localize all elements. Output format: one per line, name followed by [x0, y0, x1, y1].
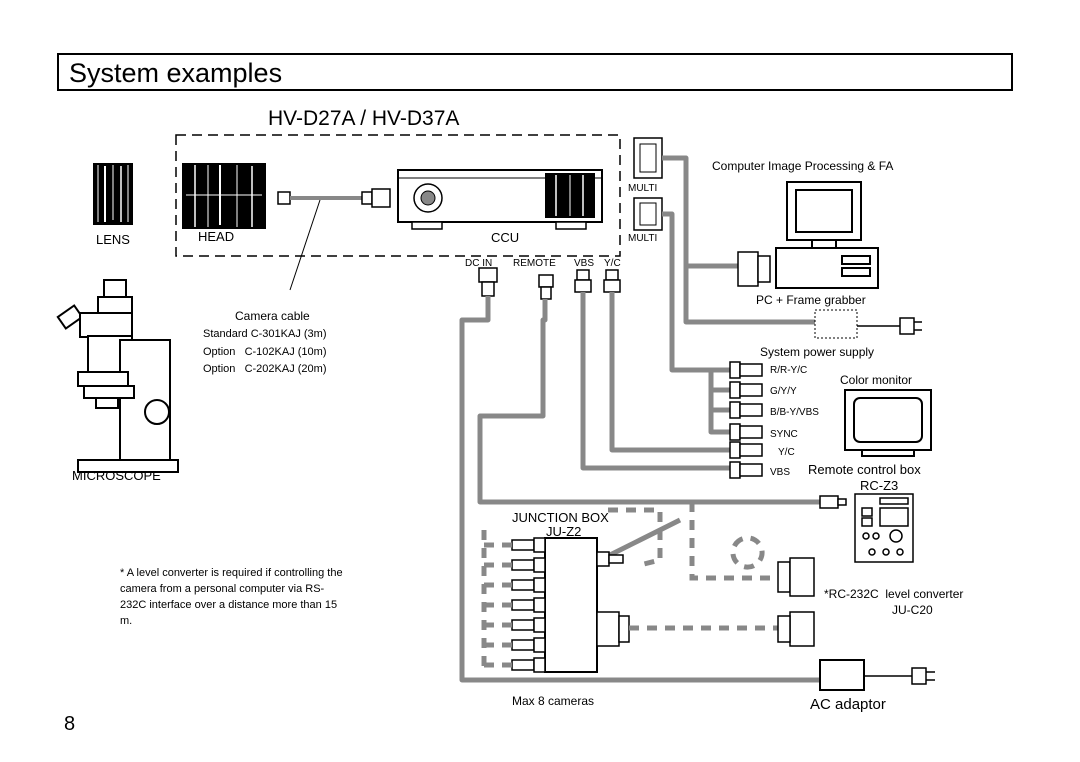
- max-cameras-label: Max 8 cameras: [512, 694, 594, 708]
- computer-illustration: [775, 181, 879, 289]
- signal-label-yc: Y/C: [778, 447, 795, 458]
- rear-connectors: [478, 267, 621, 300]
- signal-connectors: [729, 361, 763, 479]
- microscope-illustration: [56, 279, 179, 473]
- remote-box-label: Remote control box: [808, 462, 921, 477]
- signal-label-vbs: VBS: [770, 467, 790, 478]
- rs232c-connectors: [777, 557, 815, 647]
- signal-label-g: G/Y/Y: [770, 386, 797, 397]
- dashed-cables: [481, 502, 790, 672]
- head-illustration: [182, 163, 266, 229]
- ju-z2-label: JU-Z2: [546, 524, 581, 539]
- junction-box-label: JUNCTION BOX: [512, 510, 609, 525]
- pc-grabber-label: PC + Frame grabber: [756, 293, 866, 307]
- footnote-line-1: * A level converter is required if contr…: [120, 567, 343, 579]
- camera-system-boundary: [175, 134, 621, 257]
- signal-label-r: R/R-Y/C: [770, 365, 807, 376]
- remote-control-box-illustration: [854, 493, 914, 563]
- computer-label: Computer Image Processing & FA: [712, 159, 893, 173]
- page-number: 8: [64, 713, 76, 735]
- camera-cable-label: Camera cable: [235, 309, 310, 323]
- ju-c20-label: JU-C20: [892, 603, 933, 617]
- rs232c-label: *RC-232C level converter: [824, 587, 963, 601]
- junction-box-output: [596, 551, 630, 647]
- multi-connector-1: [633, 137, 663, 179]
- cable-option-10m: Option C-102KAJ (10m): [203, 346, 327, 358]
- frame-grabber-connector: [737, 251, 771, 287]
- model-heading: HV-D27A / HV-D37A: [268, 107, 459, 130]
- system-power-label: System power supply: [760, 345, 874, 359]
- signal-label-sync: SYNC: [770, 429, 798, 440]
- ccu-unit: [397, 169, 603, 230]
- vbs-label: VBS: [574, 258, 594, 269]
- multi-label-2: MULTI: [628, 233, 657, 244]
- junction-box: [544, 537, 598, 673]
- rc-z3-label: RC-Z3: [860, 478, 898, 493]
- section-title-box: System examples: [57, 53, 1013, 91]
- footnote-line-2: camera from a personal computer via RS-: [120, 583, 325, 595]
- cable-option-20m: Option C-202KAJ (20m): [203, 363, 327, 375]
- section-title: System examples: [69, 58, 283, 88]
- remote-cable-plug: [819, 495, 847, 509]
- ac-adaptor-label: AC adaptor: [810, 696, 886, 713]
- ac-adaptor-illustration: [819, 659, 935, 691]
- cable-option-standard: Standard C-301KAJ (3m): [203, 328, 327, 340]
- lens-illustration: [93, 163, 133, 225]
- color-monitor-label: Color monitor: [840, 373, 912, 387]
- color-monitor-illustration: [844, 389, 932, 457]
- remote-label: REMOTE: [513, 258, 556, 269]
- system-power-supply: [814, 309, 922, 339]
- head-label: HEAD: [198, 229, 234, 244]
- footnote-line-3: 232C interface over a distance more than…: [120, 599, 337, 611]
- signal-label-b: B/B-Y/VBS: [770, 407, 819, 418]
- multi-connector-2: [633, 197, 663, 231]
- lens-label: LENS: [96, 232, 130, 247]
- yc-label: Y/C: [604, 258, 621, 269]
- camera-cable-line: [277, 188, 391, 291]
- junction-box-inputs: [511, 537, 546, 673]
- cable-routing: [459, 155, 820, 683]
- dc-in-label: DC IN: [465, 258, 492, 269]
- microscope-label: MICROSCOPE: [72, 468, 161, 483]
- ccu-label: CCU: [491, 230, 519, 245]
- multi-label-1: MULTI: [628, 183, 657, 194]
- footnote-line-4: m.: [120, 615, 132, 627]
